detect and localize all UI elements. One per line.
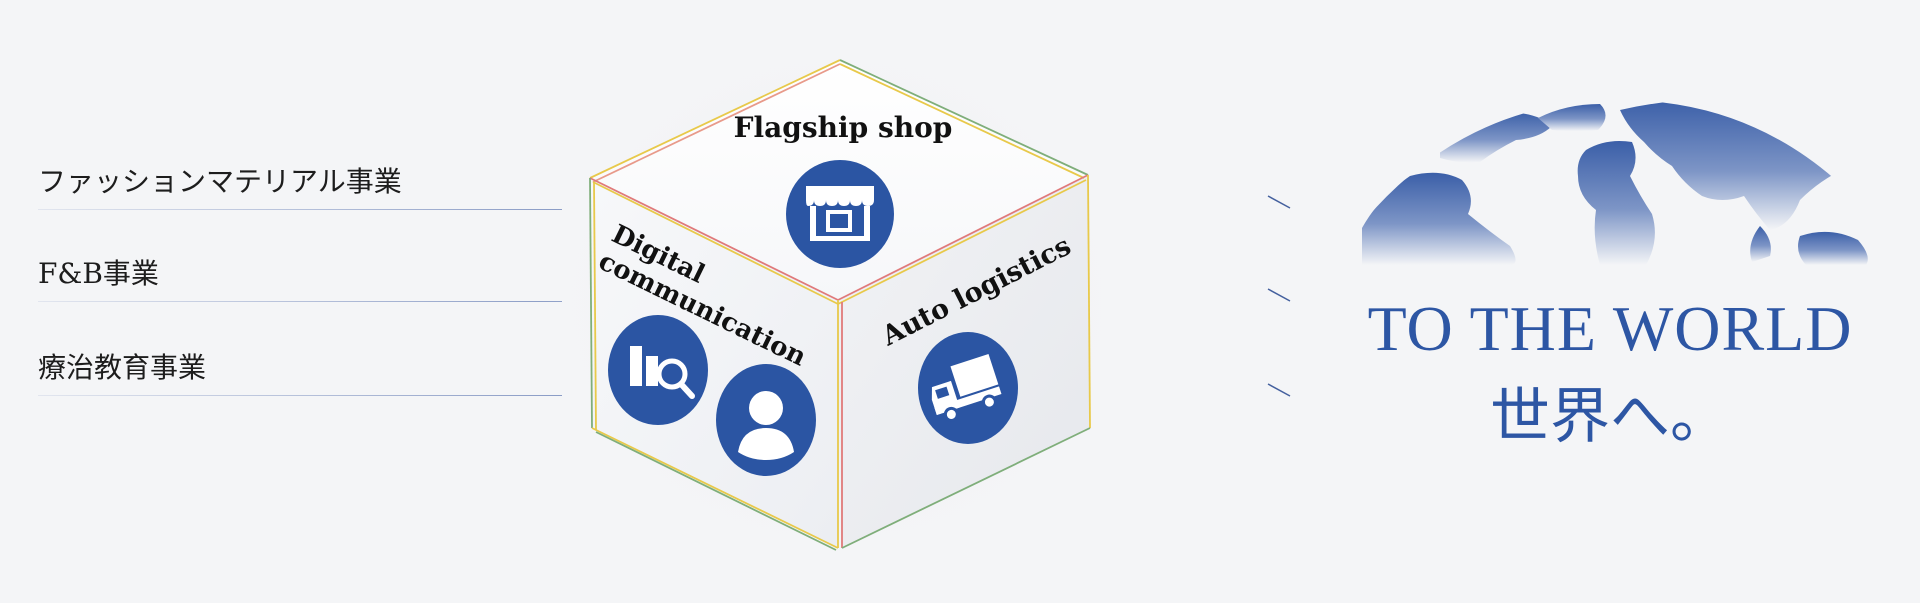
business-label: 療治教育事業 bbox=[38, 351, 207, 384]
business-item-fnb: F&B事業 bbox=[38, 257, 562, 302]
person-icon bbox=[716, 364, 816, 476]
business-label: ファッションマテリアル事業 bbox=[38, 165, 402, 198]
headline-english: TO THE WORLD bbox=[1367, 293, 1853, 364]
connector-line bbox=[38, 209, 562, 210]
business-label: F&B事業 bbox=[38, 257, 159, 290]
arrow-right-icon bbox=[1112, 195, 1291, 209]
business-item-education: 療治教育事業 bbox=[38, 351, 562, 396]
arrow-right-icon bbox=[1112, 288, 1291, 302]
arrow-right-icon bbox=[1112, 383, 1291, 397]
search-analytics-icon bbox=[608, 315, 708, 425]
connector-line bbox=[38, 395, 562, 396]
cube-edges bbox=[589, 59, 1091, 551]
headline-japanese: 世界へ。 bbox=[1490, 382, 1730, 452]
truck-icon bbox=[918, 332, 1018, 444]
storefront-icon bbox=[786, 160, 894, 268]
business-item-fashion: ファッションマテリアル事業 bbox=[38, 165, 562, 210]
connector-line bbox=[38, 301, 562, 302]
flagship-shop-label: Flagship shop bbox=[734, 111, 953, 144]
